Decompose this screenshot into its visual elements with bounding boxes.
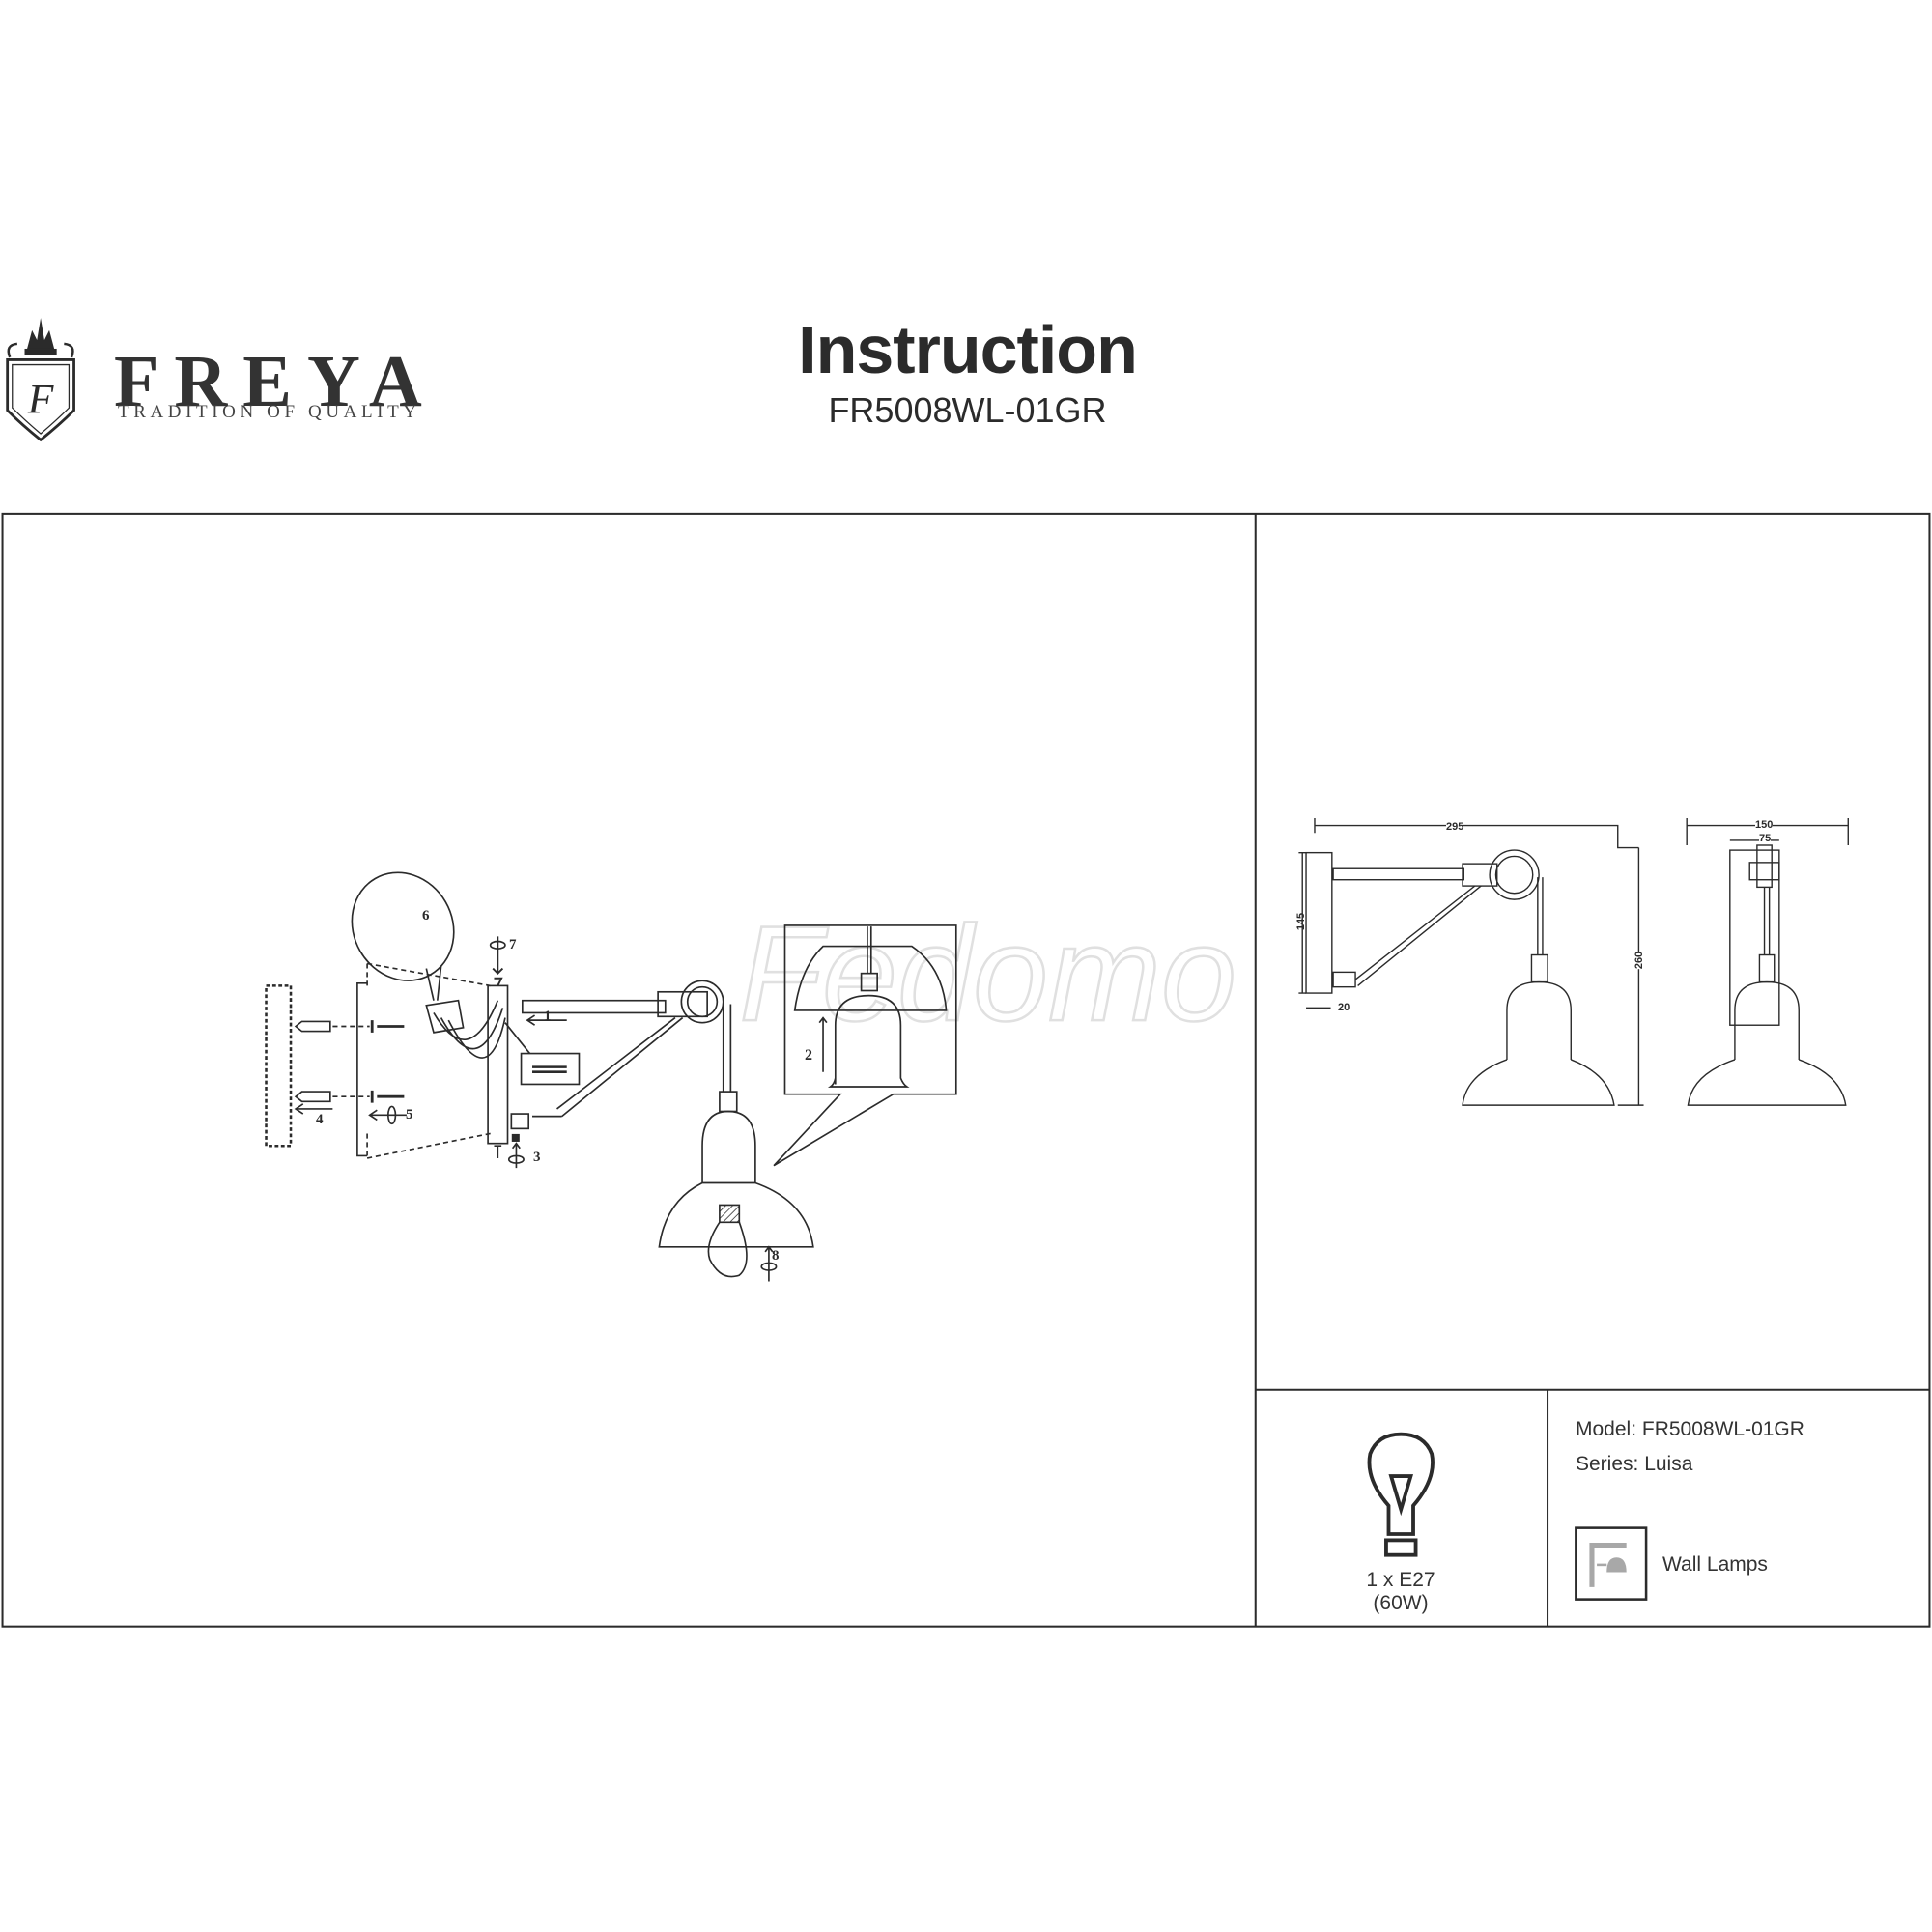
step-6-label: 6 xyxy=(422,908,430,923)
terminal-block xyxy=(425,999,506,1059)
dim-depth-20: 20 xyxy=(1338,1002,1350,1013)
step-4-label: 4 xyxy=(316,1112,324,1127)
step-2-label: 2 xyxy=(805,1047,812,1064)
wall-texture xyxy=(265,984,293,1148)
step-8-label: 8 xyxy=(772,1248,780,1264)
step-7-label: 7 xyxy=(509,937,517,952)
step-5-label: 5 xyxy=(406,1107,413,1122)
mounting-bracket xyxy=(356,982,368,1157)
wrench-icon xyxy=(520,1052,581,1086)
dim-height-260: 260 xyxy=(1634,951,1646,970)
watermark: Fedomo xyxy=(739,897,1236,1049)
dimension-drawing xyxy=(1298,817,1849,1106)
brand-name: FREYA xyxy=(114,341,438,422)
step-3-label: 3 xyxy=(533,1150,541,1165)
shade-detail-inset xyxy=(773,924,957,1167)
support-strut xyxy=(532,1016,684,1118)
frame xyxy=(1,512,1931,1628)
arrow-step-1 xyxy=(526,1014,567,1026)
dim-width-150: 150 xyxy=(1755,819,1774,831)
base-plate xyxy=(487,984,509,1145)
wall-anchor xyxy=(294,1020,370,1103)
arm-rod xyxy=(521,999,667,1014)
bulb-spec: 1 x E27 (60W) xyxy=(1366,1569,1435,1614)
arrow-step-2 xyxy=(818,1016,828,1072)
step-1-label: 1 xyxy=(544,1009,552,1024)
bulb-icon xyxy=(1367,1432,1435,1557)
brand-tagline: TRADITION OF QUALITY xyxy=(118,402,421,422)
assembly-diagram xyxy=(265,871,957,1282)
detail-callout xyxy=(351,871,455,981)
dim-height-145: 145 xyxy=(1295,912,1308,931)
page-title: Instruction xyxy=(798,312,1138,387)
cable xyxy=(722,1004,732,1093)
arrow-step-8 xyxy=(764,1245,774,1282)
model-label: Model: FR5008WL-01GR xyxy=(1576,1418,1804,1440)
dim-width-295: 295 xyxy=(1446,821,1464,833)
arrow-step-4 xyxy=(294,1103,333,1115)
pulley xyxy=(680,980,724,1024)
freya-logo-emblem: F xyxy=(6,318,75,442)
category-label: Wall Lamps xyxy=(1662,1553,1768,1576)
series-label: Series: Luisa xyxy=(1576,1453,1693,1475)
lamp-shade xyxy=(658,1091,814,1278)
model-code: FR5008WL-01GR xyxy=(828,390,1107,430)
wall-plate xyxy=(1305,851,1333,994)
screw xyxy=(370,1020,405,1103)
dim-width-75: 75 xyxy=(1759,833,1772,844)
wall-lamp-icon xyxy=(1575,1526,1648,1601)
svg-text:F: F xyxy=(27,376,54,422)
